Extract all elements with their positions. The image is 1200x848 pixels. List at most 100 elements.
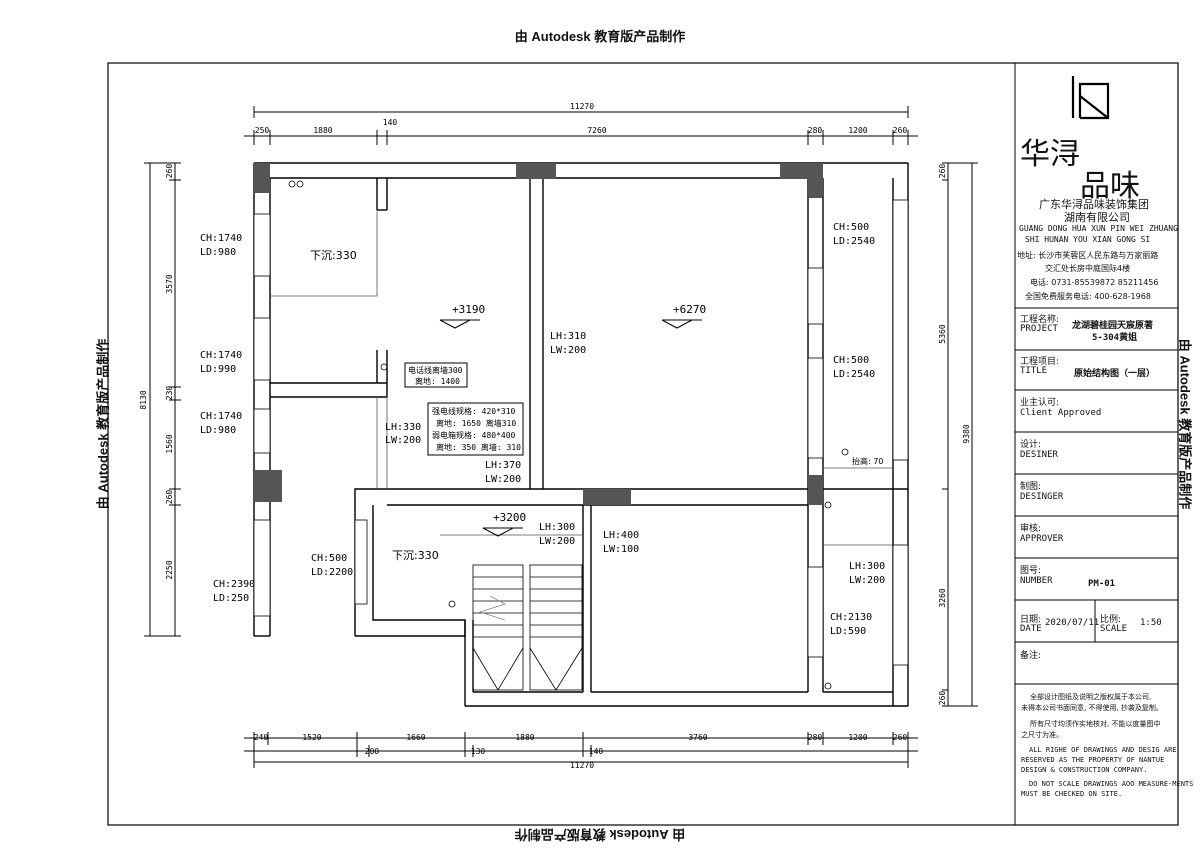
copyright-en-1: ALL RIGHE OF DRAWINGS AND DESIG ARE [1029,746,1177,754]
measure-cn-2: 之尺寸为准。 [1021,731,1063,739]
design-label-en: DESINER [1020,450,1058,460]
dimension-lines [144,106,978,768]
dimension-texts: 11270 250 1880 140 7260 280 1200 260 240… [139,102,971,770]
company-name-en-2: SHI HUNAN YOU XIAN GONG SI [1025,235,1151,244]
approve-label-cn: 审核: [1020,524,1042,534]
company-logo-mark [1071,76,1110,120]
sunken-label-2: 下沉:330 [392,549,439,562]
dim-bottom-seg-4: 1880 [515,733,534,742]
measure-cn-1: 所有尺寸均须作实地核对, 不能以度量图中 [1030,720,1161,728]
dim-overall-top: 11270 [570,102,594,111]
opening-ld-8: LD:590 [830,626,866,637]
approve-label-en: APPROVER [1020,534,1064,544]
dim-left-seg-3: 230 [165,386,174,401]
power-note-line-1: 强电线规格: 420*310 [432,406,516,416]
note-texts: 电话线离墙300 离地: 1400 强电线规格: 420*310 离地: 165… [408,365,521,452]
title-block-grid [1015,307,1178,685]
opening-ld-7: LD:2540 [833,369,875,380]
beam-lines [270,210,893,546]
dim-bottom-seg-2: 1520 [302,733,321,742]
copyright-en-2: RESERVED AS THE PROPERTY OF NANTUE [1021,756,1165,764]
opening-ch-1: CH:1740 [200,233,242,244]
draw-label-cn: 制图: [1020,482,1042,492]
level-markers [439,319,702,537]
dim-right-overall: 9380 [962,424,971,443]
raise-label: 抬高: 70 [852,456,883,466]
sheet-border [107,62,1179,826]
beam-lw-3: LW:200 [485,474,521,485]
title-label-en: TITLE [1020,366,1048,376]
dim-top-seg-5: 280 [808,126,823,135]
dim-right-seg-3: 3260 [938,588,947,607]
dim-bottom-seg-7: 1200 [848,733,867,742]
staircase [472,564,583,691]
level-label-2: +6270 [673,303,706,316]
project-value-2: 5-304黄姐 [1092,333,1138,343]
dim-left-seg-4: 1560 [165,434,174,453]
project-label-en: PROJECT [1020,324,1058,334]
dim-top-seg-3: 140 [383,118,398,127]
opening-ch-2: CH:1740 [200,350,242,361]
design-label-cn: 设计: [1020,440,1042,450]
level-label-3: +3200 [493,511,526,524]
project-label-cn: 工程名称: [1020,315,1060,325]
address-line-2: 交汇处长房中庭国际4楼 [1045,264,1131,273]
measure-en-1: DO NOT SCALE DRAWINGS AOO MEASURE-MENTS [1029,780,1194,788]
opening-ld-1: LD:980 [200,247,236,258]
dim-bottom-seg-5: 3760 [688,733,707,742]
logo-text-line-1: 华浔 [1020,137,1080,172]
beam-lw-5: LW:100 [603,544,639,555]
copyright-cn-2: 未得本公司书面同意, 不得使用, 抄袭及复制。 [1021,704,1163,712]
measure-en-2: MUST BE CHECKED ON SITE. [1021,790,1123,798]
opening-ld-3: LD:980 [200,425,236,436]
title-value: 原始结构图（一层） [1074,369,1156,379]
date-label-en: DATE [1020,624,1042,634]
beam-lw-1: LW:200 [550,345,586,356]
number-label-cn: 图号: [1020,566,1042,576]
company-name-cn-1: 广东华浔品味装饰集团 [1039,198,1149,211]
number-value: PM-01 [1088,579,1116,589]
opening-ld-4: LD:250 [213,593,249,604]
beam-lh-5: LH:400 [603,530,639,541]
opening-labels: CH:1740 LD:980 CH:1740 LD:990 CH:1740 LD… [200,222,875,637]
scale-value: 1:50 [1140,618,1162,628]
date-label-cn: 日期: [1020,615,1042,625]
opening-ld-5: LD:2200 [311,567,353,578]
copyright-en-3: DESIGN & CONSTRUCTION COMPANY. [1021,766,1148,774]
windows [253,199,909,666]
dim-overall-bottom: 11270 [570,761,594,770]
power-note-line-3: 弱电箱规格: 480*400 [432,430,516,440]
dim-left-seg-1: 260 [165,164,174,179]
dim-right-seg-1: 260 [938,164,947,179]
power-note-line-2: 离地: 1650 离墙310 [436,418,516,428]
dim-left-seg-6: 2250 [165,560,174,579]
dim-top-seg-1: 250 [255,126,270,135]
draw-label-en: DESINGER [1020,492,1064,502]
opening-ch-7: CH:500 [833,355,869,366]
opening-ch-3: CH:1740 [200,411,242,422]
phone-note-line-2: 离地: 1400 [415,376,460,386]
dim-left-seg-2: 3570 [165,274,174,293]
room-labels: 下沉:330 下沉:330 +3190 +6270 +3200 抬高: 70 [310,249,883,562]
project-value-1: 龙湖碧桂园天宸原著 [1072,321,1154,331]
company-name-cn-2: 湖南有限公司 [1064,211,1130,224]
scale-label-cn: 比例: [1100,615,1122,625]
sunken-label-1: 下沉:330 [310,249,357,262]
phone-note-line-1: 电话线离墙300 [408,365,463,375]
power-note-line-4: 离地: 350 离墙: 310 [436,442,521,452]
watermark-top: 由 Autodesk 教育版产品制作 [514,29,686,44]
dim-bottom-seg-8: 260 [893,733,908,742]
beam-lh-2: LH:330 [385,422,421,433]
hotline: 全国免费服务电话: 400-628-1968 [1025,292,1151,301]
address-line-1: 地址: 长沙市芙蓉区人民东路与万家丽路 [1017,251,1159,260]
date-value: 2020/07/11 [1045,618,1100,628]
logo-text-line-2: 品味 [1080,169,1140,204]
dim-top-seg-6: 1200 [848,126,867,135]
opening-ch-4: CH:2390 [213,579,255,590]
beam-lh-1: LH:310 [550,331,586,342]
beam-lw-2: LW:200 [385,435,421,446]
company-name-en-1: GUANG DONG HUA XUN PIN WEI ZHUANG [1019,224,1178,233]
opening-ch-6: CH:500 [833,222,869,233]
beam-labels: LH:310 LW:200 LH:330 LW:200 LH:370 LW:20… [385,331,885,586]
